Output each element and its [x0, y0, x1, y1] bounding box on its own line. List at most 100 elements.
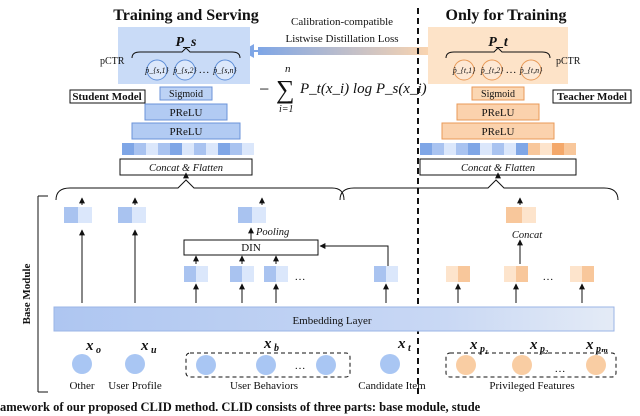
teacher-prelu-2-label: PReLU — [482, 126, 515, 138]
behavior-dots: … — [295, 271, 306, 283]
teacher-concat-cell — [564, 143, 576, 155]
teacher-input-brace — [339, 179, 619, 201]
teacher-pctr-2-label: p̂_{t,2} — [480, 66, 504, 75]
input-circle-behavior — [196, 355, 216, 375]
loss-sum-top: n — [285, 63, 291, 75]
student-model-label: Student Model — [72, 91, 141, 103]
teacher-concat-vector — [420, 143, 576, 155]
student-prelu-1-label: PReLU — [170, 107, 203, 119]
input-x-t: x — [397, 336, 406, 352]
input-x-t-sub: t — [408, 343, 412, 354]
teacher-concat-cell — [492, 143, 504, 155]
student-concat-cell — [146, 143, 158, 155]
privileged-embedding-cell — [504, 266, 516, 282]
teacher-concat-cell — [504, 143, 516, 155]
student-concat-cell — [122, 143, 134, 155]
privileged-dots: … — [543, 271, 554, 283]
student-dist-label: P_s — [176, 35, 198, 50]
input-circle-other — [72, 354, 92, 374]
teacher-pctr-n — [520, 59, 542, 81]
teacher-model-label: Teacher Model — [557, 91, 627, 103]
input-circle-privileged — [456, 355, 476, 375]
din-label: DIN — [241, 242, 261, 254]
student-prelu-1 — [144, 103, 228, 121]
privileged-input-dots: … — [555, 363, 566, 375]
privileged-concat-cell — [506, 207, 522, 223]
student-concat-cell — [182, 143, 194, 155]
behavior-embedding-cell — [242, 266, 254, 282]
teacher-concat-cell — [480, 143, 492, 155]
teacher-concat-cell — [420, 143, 432, 155]
behavior-embedding-cell — [230, 266, 242, 282]
flow-arrows — [79, 172, 585, 303]
student-concat-cell — [194, 143, 206, 155]
teacher-prelu-2 — [441, 122, 555, 140]
input-x-p2: x — [529, 337, 538, 353]
teacher-concat-cell — [516, 143, 528, 155]
behavior-embedding-cell — [386, 266, 398, 282]
teacher-brace — [445, 47, 551, 59]
privileged-embedding-cell — [570, 266, 582, 282]
label-user-behaviors: User Behaviors — [230, 380, 298, 392]
privileged-features-group — [445, 352, 617, 378]
loss-sum-sign: ∑ — [276, 75, 295, 104]
title-training-serving: Training and Serving — [113, 7, 259, 24]
teacher-prelu-1-label: PReLU — [482, 107, 515, 119]
pooling-label: Pooling — [255, 227, 289, 238]
teacher-concat-cell — [456, 143, 468, 155]
teacher-concat-cell — [528, 143, 540, 155]
teacher-concat-cell — [540, 143, 552, 155]
privileged-embedding-cell — [582, 266, 594, 282]
input-x-u: x — [140, 338, 149, 354]
teacher-pctr-label: pCTR — [556, 56, 581, 67]
input-x-pm: x — [585, 337, 594, 353]
input-circle-behavior — [256, 355, 276, 375]
loss-title-line2: Listwise Distillation Loss — [285, 33, 398, 45]
input-x-b: x — [263, 336, 272, 352]
input-x-p2-sub: p₂ — [539, 344, 549, 355]
privileged-concat-cell — [522, 207, 536, 223]
student-prelu-2 — [131, 122, 241, 140]
base-output-cell — [238, 207, 252, 223]
privileged-embedding-cell — [516, 266, 528, 282]
privileged-embedding-cell — [446, 266, 458, 282]
loss-gradient-bar — [258, 47, 428, 55]
student-brace — [131, 47, 241, 59]
student-pctr-label: pCTR — [100, 56, 125, 67]
input-x-b-sub: b — [274, 343, 279, 354]
teacher-pctr-1 — [453, 59, 475, 81]
teacher-pctr-n-label: p̂_{t,n} — [519, 66, 543, 75]
label-candidate-item: Candidate Item — [358, 380, 426, 392]
student-model-tag — [69, 89, 146, 104]
input-circle-privileged — [586, 355, 606, 375]
behavior-embedding-cell — [374, 266, 386, 282]
behavior-embedding-cell — [264, 266, 276, 282]
label-privileged-features: Privileged Features — [489, 380, 574, 392]
input-circle-user-profile — [125, 354, 145, 374]
input-feature-circles — [72, 354, 606, 375]
student-pctr-2-label: p̂_{s,2} — [172, 66, 197, 75]
privileged-embedding-cell — [458, 266, 470, 282]
teacher-concat-cell — [432, 143, 444, 155]
base-module-label: Base Module — [21, 263, 33, 324]
base-output-vectors — [64, 207, 594, 282]
teacher-pctr-dots: … — [506, 64, 517, 76]
student-pctr-2 — [174, 59, 196, 81]
student-pctr-1-label: p̂_{s,1} — [144, 66, 169, 75]
figure-caption: amework of our proposed CLID method. CLI… — [0, 400, 481, 414]
student-pctr-1 — [146, 59, 168, 81]
teacher-concat-cell — [444, 143, 456, 155]
student-pctr-dots: … — [199, 64, 210, 76]
loss-expression: P_t(x_i) log P_s(x_i) — [299, 81, 427, 97]
teacher-pctr-1-label: p̂_{t,1} — [452, 66, 476, 75]
base-output-cell — [252, 207, 266, 223]
teacher-concat-label: Concat & Flatten — [461, 163, 535, 174]
teacher-concat-cell — [552, 143, 564, 155]
input-x-pm-sub: pₘ — [595, 344, 608, 355]
privileged-concat-label: Concat — [512, 230, 543, 241]
label-user-profile: User Profile — [108, 380, 162, 392]
label-other: Other — [69, 380, 94, 392]
loss-sum-bottom: i=1 — [279, 104, 294, 115]
loss-title-line1: Calibration-compatible — [291, 16, 393, 28]
student-prelu-2-label: PReLU — [170, 126, 203, 138]
